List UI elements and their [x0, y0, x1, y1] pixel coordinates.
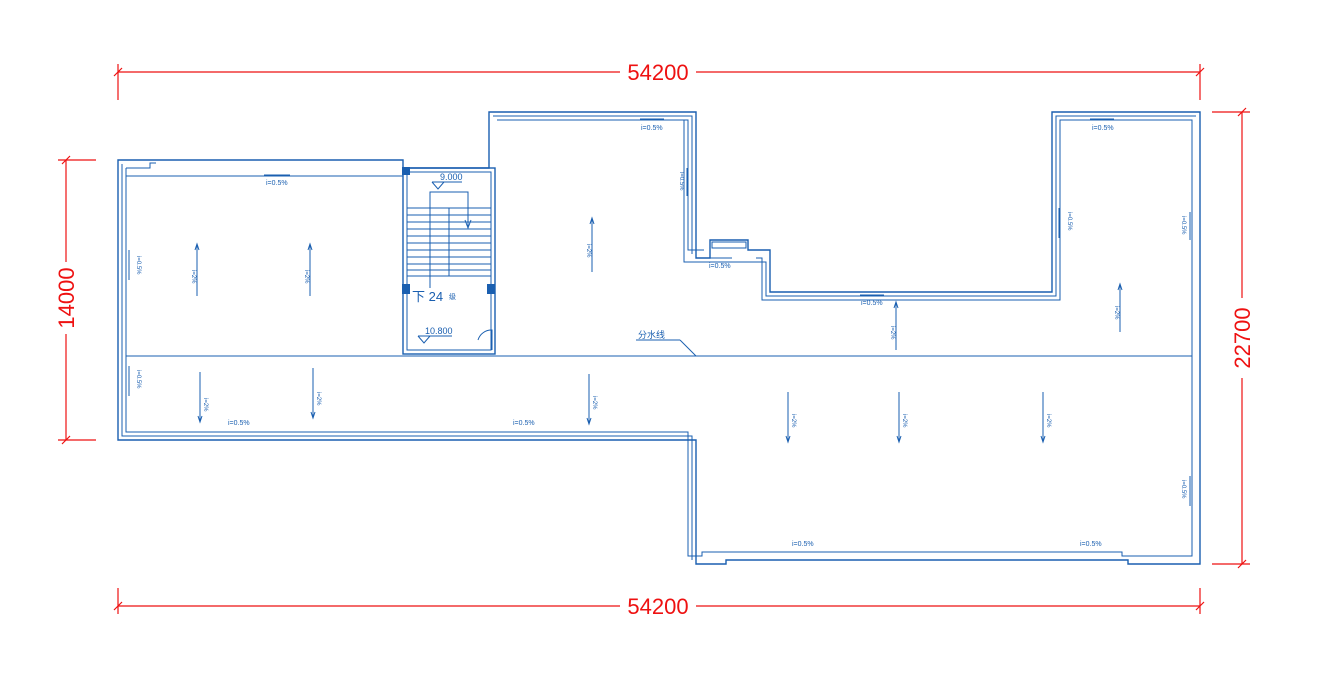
slope-note-vertical: i=0.5%: [1058, 208, 1072, 238]
stairwell: 9.000 10.800 下 24 级: [402, 167, 496, 355]
svg-text:i=2%: i=2%: [585, 244, 591, 258]
stair-steps-suffix: 级: [449, 292, 456, 301]
svg-text:i=2%: i=2%: [315, 392, 321, 406]
elevation-top-text: 9.000: [440, 172, 463, 182]
stair-down-label: 下 24: [412, 289, 443, 304]
svg-text:i=2%: i=2%: [190, 270, 196, 284]
elevation-mark-top: 9.000: [431, 172, 463, 190]
dimension-left: 14000: [54, 155, 96, 445]
slope-note: i=0.5%: [226, 420, 250, 433]
dimension-bottom: 54200: [113, 588, 1205, 619]
svg-text:i=2%: i=2%: [591, 396, 597, 410]
svg-text:i=2%: i=2%: [202, 398, 208, 412]
stair-flights: [406, 191, 492, 288]
svg-text:i=0.5%: i=0.5%: [709, 263, 731, 270]
drain-arrow: i=2%: [1113, 282, 1123, 332]
ridge-label: 分水线: [638, 329, 665, 340]
slope-note: i=0.5%: [264, 174, 290, 187]
drain-arrow: i=2%: [586, 374, 597, 426]
dimension-top: 54200: [113, 60, 1205, 100]
svg-text:i=0.5%: i=0.5%: [1180, 480, 1186, 499]
svg-text:i=2%: i=2%: [1113, 306, 1119, 320]
svg-text:i=0.5%: i=0.5%: [135, 256, 141, 275]
svg-text:i=0.5%: i=0.5%: [1080, 541, 1102, 548]
slope-note: i=0.5%: [640, 118, 664, 132]
slope-note: i=0.5%: [512, 420, 536, 433]
svg-text:i=0.5%: i=0.5%: [792, 541, 814, 548]
svg-text:i=0.5%: i=0.5%: [678, 172, 684, 191]
svg-text:i=0.5%: i=0.5%: [1066, 212, 1072, 231]
dimension-bottom-text: 54200: [627, 594, 688, 619]
svg-text:i=0.5%: i=0.5%: [513, 420, 535, 427]
roof-outline: [117, 111, 1201, 565]
svg-text:i=0.5%: i=0.5%: [1092, 125, 1114, 132]
drain-arrow: i=2%: [896, 392, 907, 444]
svg-text:i=2%: i=2%: [889, 326, 895, 340]
drain-arrow: i=2%: [303, 242, 313, 296]
slope-note: i=0.5%: [790, 541, 814, 553]
dimension-top-text: 54200: [627, 60, 688, 85]
svg-text:i=0.5%: i=0.5%: [641, 125, 663, 132]
elevation-bottom-text: 10.800: [425, 326, 453, 336]
drain-arrow: i=2%: [585, 216, 595, 272]
svg-text:i=0.5%: i=0.5%: [228, 420, 250, 427]
svg-text:i=0.5%: i=0.5%: [266, 180, 288, 187]
dimension-right-text: 22700: [1230, 307, 1255, 368]
svg-text:i=2%: i=2%: [790, 414, 796, 428]
slope-note-vertical: i=0.5%: [678, 168, 688, 196]
slope-note-vertical: i=0.5%: [128, 250, 141, 280]
drain-arrow: i=2%: [197, 372, 208, 424]
svg-text:i=2%: i=2%: [303, 270, 309, 284]
drain-arrow: i=2%: [190, 242, 200, 296]
svg-text:i=2%: i=2%: [901, 414, 907, 428]
elevation-mark-bottom: 10.800: [417, 326, 453, 344]
drain-arrow: i=2%: [785, 392, 796, 444]
dimension-right: 22700: [1212, 107, 1255, 569]
svg-text:i=0.5%: i=0.5%: [1180, 216, 1186, 235]
svg-text:i=0.5%: i=0.5%: [861, 300, 883, 307]
svg-text:i=0.5%: i=0.5%: [135, 370, 141, 389]
drain-arrow: i=2%: [1040, 392, 1051, 444]
slope-note: i=0.5%: [1078, 541, 1102, 553]
door-icon: [477, 329, 493, 350]
drain-arrow: i=2%: [310, 368, 321, 420]
slope-note: i=0.5%: [1090, 118, 1114, 132]
slope-note: i=0.5%: [708, 257, 732, 270]
division-line: 分水线: [126, 329, 1192, 357]
slope-note-vertical: i=0.5%: [1180, 476, 1191, 506]
svg-text:i=2%: i=2%: [1045, 414, 1051, 428]
slope-note-vertical: i=0.5%: [128, 366, 141, 396]
drain-arrow: i=2%: [889, 300, 899, 350]
slope-note-vertical: i=0.5%: [1180, 212, 1191, 240]
slope-note: i=0.5%: [860, 294, 884, 307]
dimension-left-text: 14000: [54, 267, 79, 328]
